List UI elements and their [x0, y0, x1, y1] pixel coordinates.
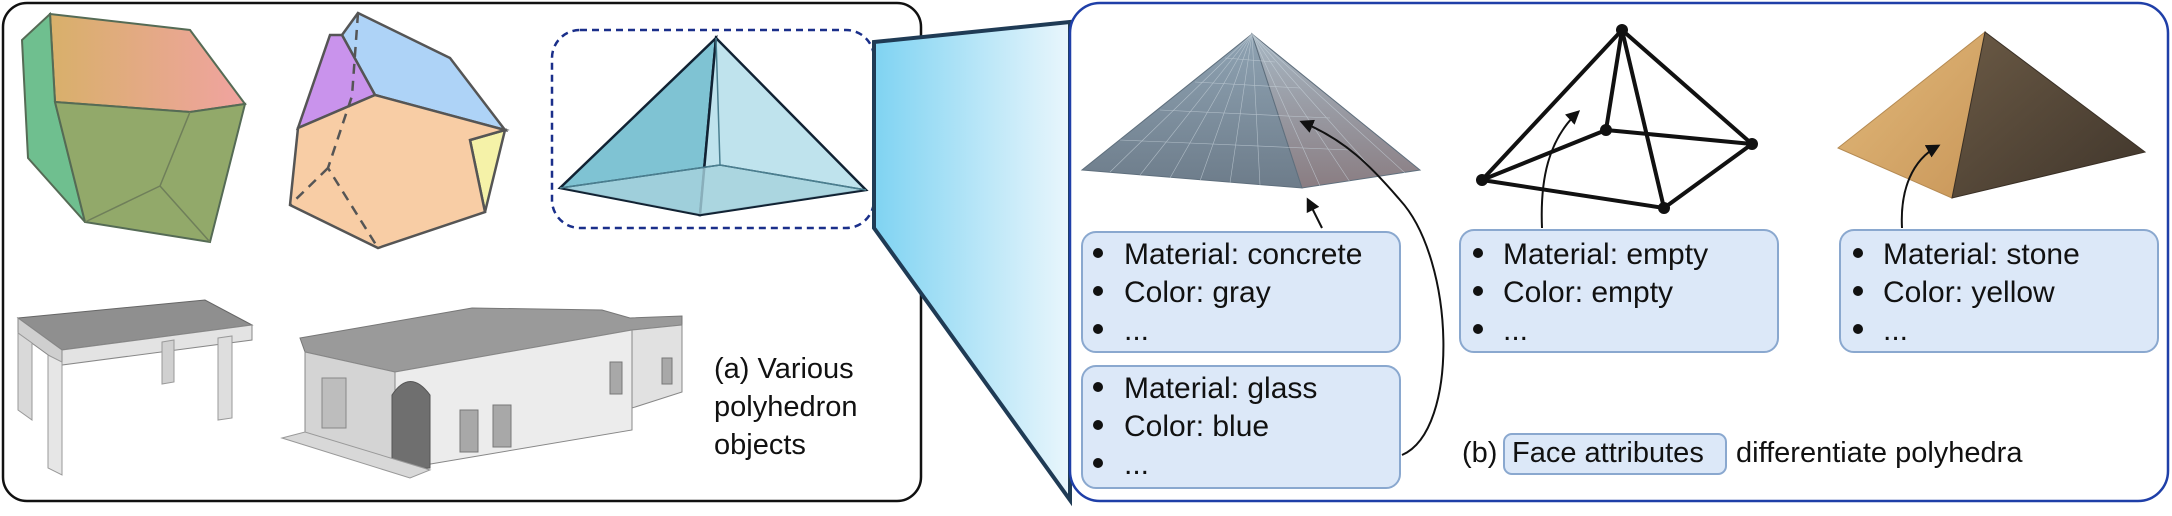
zoom-connector	[872, 19, 1072, 507]
attr-stone-line-3: ...	[1883, 314, 1908, 347]
attr-box-glass: Material: glass Color: blue ...	[1081, 365, 1401, 489]
attr-box-stone: Material: stone Color: yellow ...	[1839, 229, 2159, 353]
panel-b-caption-suffix: differentiate polyhedra	[1736, 437, 2023, 469]
attr-empty-line-2: Color: empty	[1503, 276, 1673, 309]
house-object	[280, 307, 683, 479]
attr-concrete-line-3: ...	[1124, 314, 1149, 347]
panel-b-caption-prefix: (b)	[1462, 437, 1497, 469]
table-object	[16, 299, 254, 476]
attr-glass-line-2: Color: blue	[1124, 410, 1269, 443]
attr-box-empty: Material: empty Color: empty ...	[1459, 229, 1779, 353]
panel-b-caption-highlight: Face attributes	[1512, 437, 1704, 469]
attr-stone-line-2: Color: yellow	[1883, 276, 2055, 309]
wireframe-vertices	[1476, 24, 1758, 214]
stone-pyramid-image	[1837, 30, 2147, 199]
wireframe-pyramid	[1480, 28, 1754, 210]
attr-glass-line-1: Material: glass	[1124, 372, 1317, 405]
attr-concrete-line-2: Color: gray	[1124, 276, 1271, 309]
truncated-polyhedron-object	[288, 11, 510, 250]
attr-concrete-line-1: Material: concrete	[1124, 238, 1362, 271]
panel-a-caption-line-2: polyhedron	[714, 391, 858, 423]
panel-a-caption-line-3: objects	[714, 429, 806, 461]
attr-box-concrete: Material: concrete Color: gray ...	[1081, 231, 1401, 353]
pyramid-highlight-box	[550, 28, 876, 230]
pyramid-object	[557, 34, 869, 217]
caption-highlight-box	[1503, 433, 1727, 475]
panel-a-caption-line-1: (a) Various	[714, 353, 854, 385]
attr-empty-line-1: Material: empty	[1503, 238, 1708, 271]
glass-pyramid-image	[1080, 32, 1422, 189]
attr-empty-line-3: ...	[1503, 314, 1528, 347]
attr-stone-line-1: Material: stone	[1883, 238, 2080, 271]
attr-glass-line-3: ...	[1124, 448, 1149, 481]
attribute-arrows	[1299, 110, 1941, 456]
cube-object	[20, 11, 247, 244]
